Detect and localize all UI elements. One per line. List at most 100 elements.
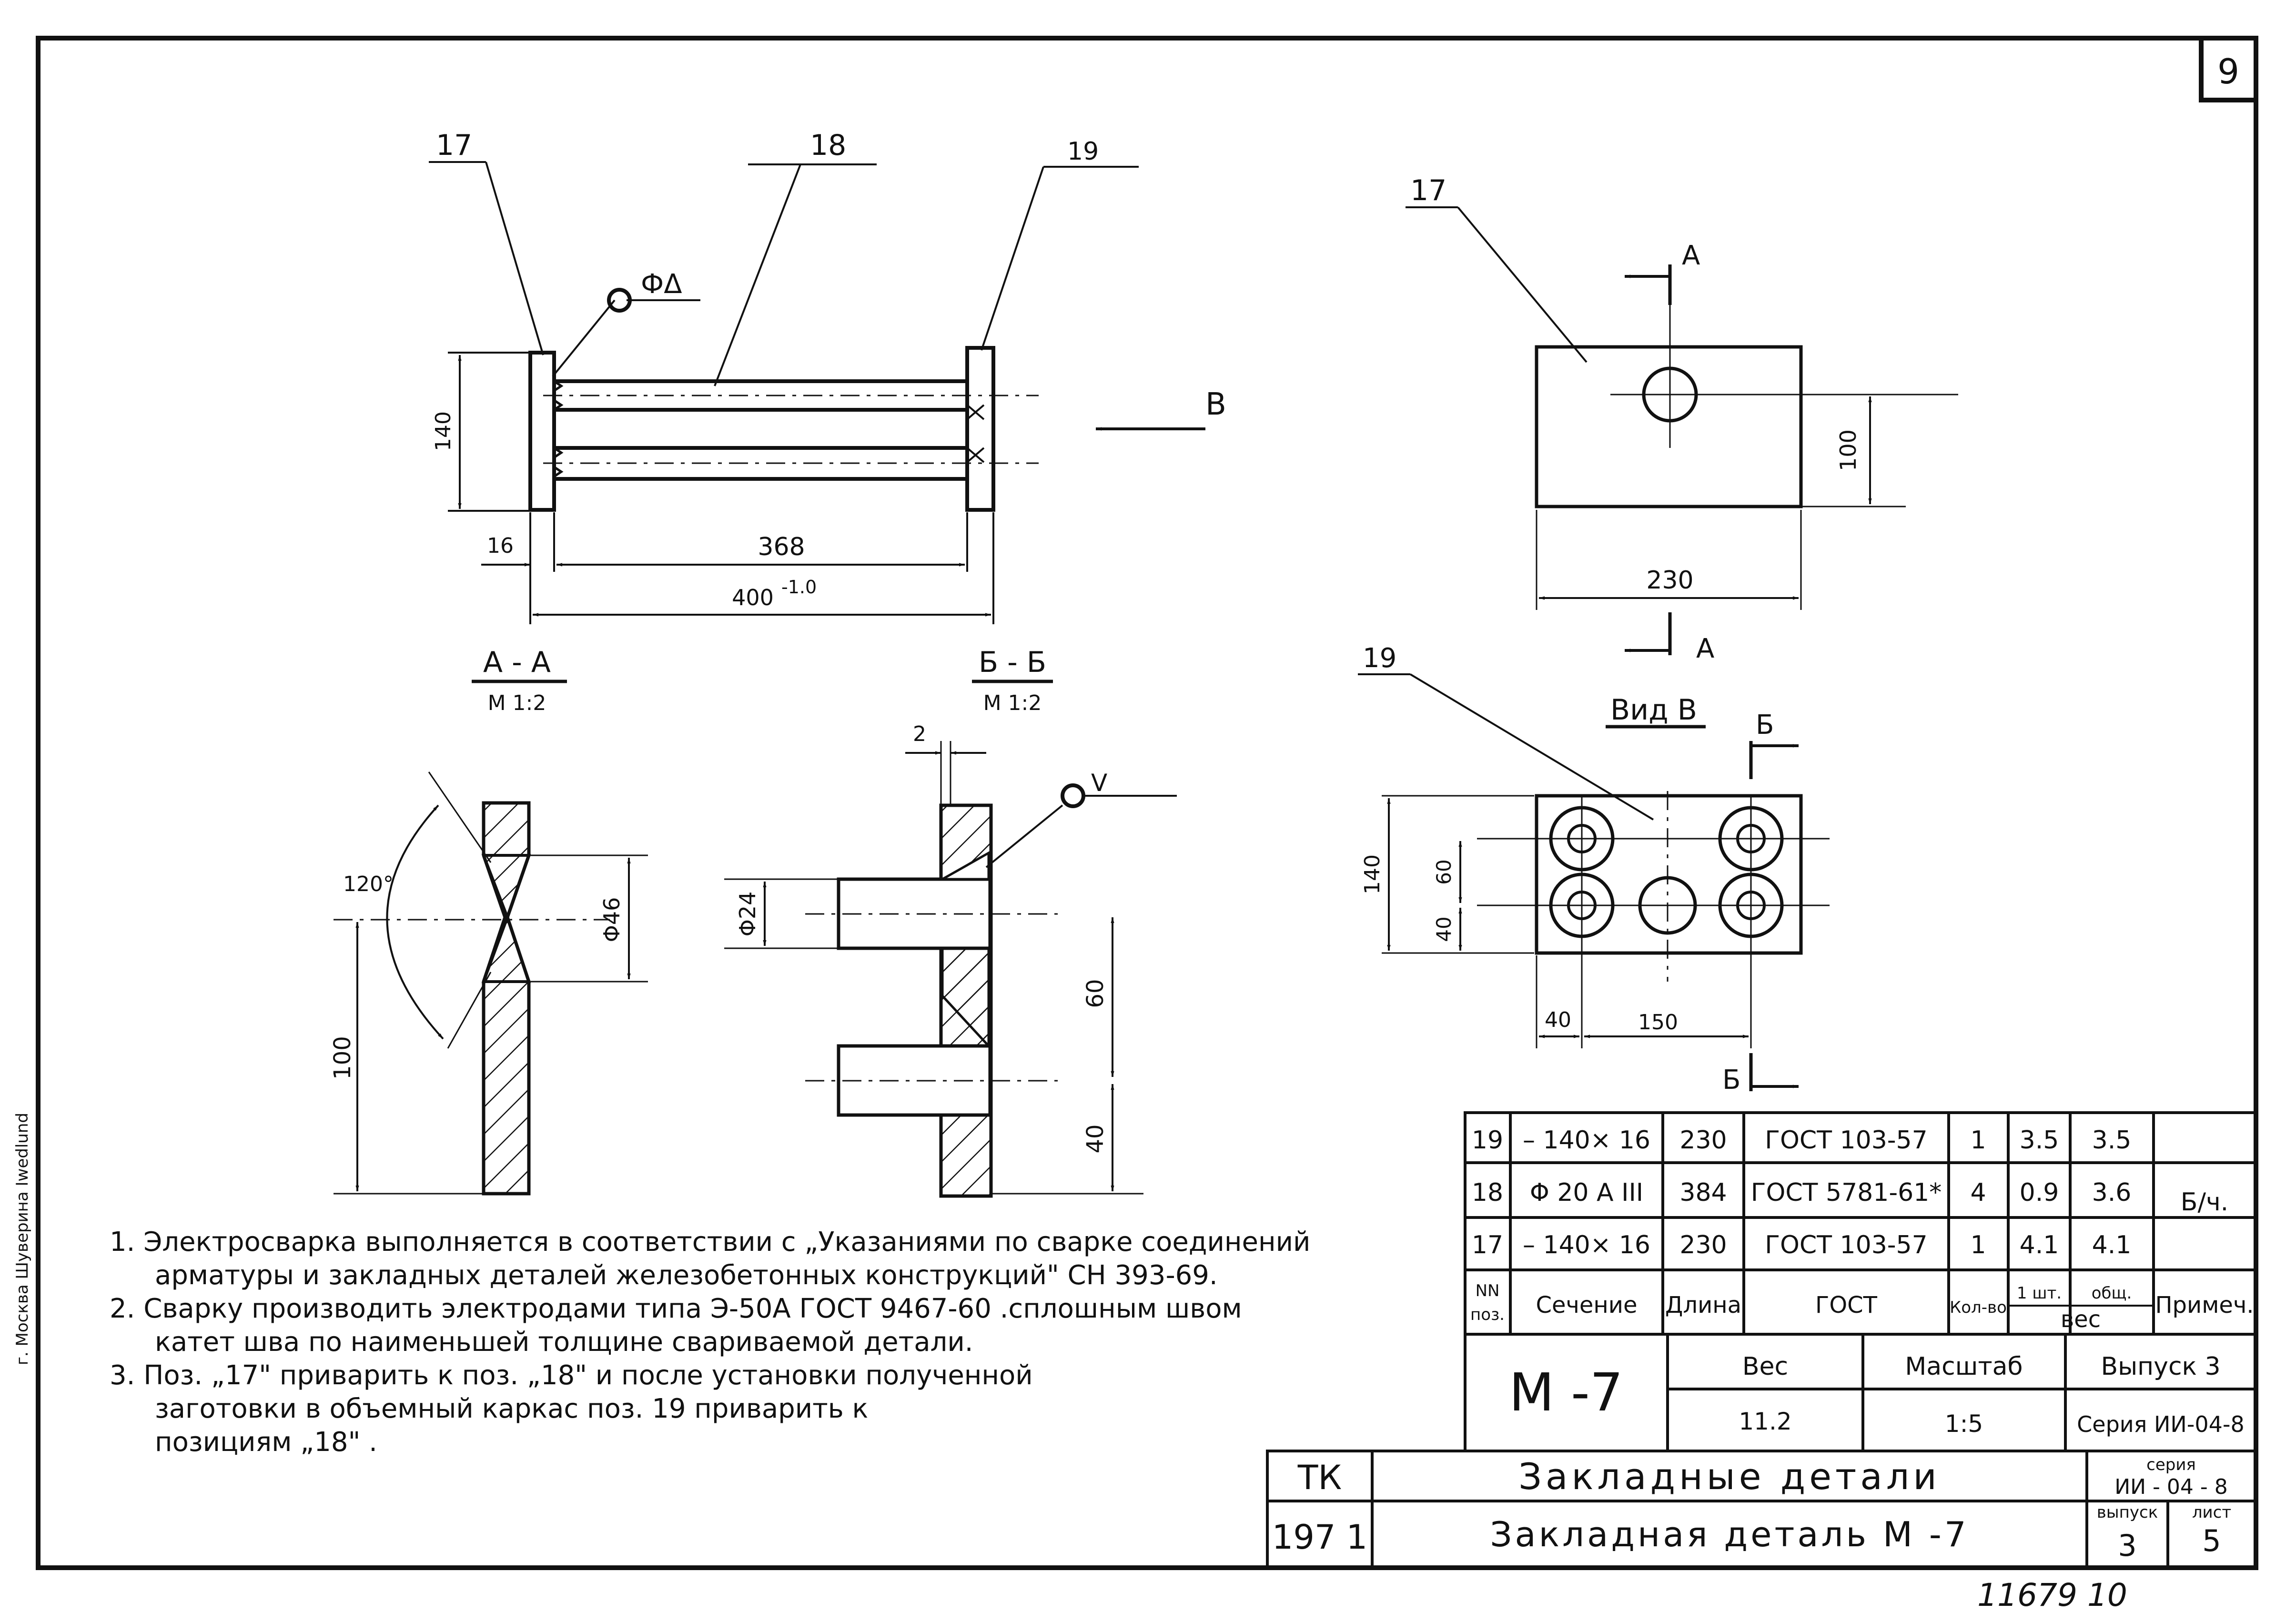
cut-b-top: Б <box>1756 710 1774 740</box>
header-total: общ. <box>2092 1284 2132 1303</box>
series: Серия ИИ-04-8 <box>2077 1411 2245 1437</box>
section-bb <box>724 741 1177 1198</box>
spec-cell: – 140× 16 <box>1523 1231 1650 1259</box>
dim-140-front: 140 <box>431 411 455 451</box>
spec-cell: Φ 20 А III <box>1530 1178 1643 1207</box>
note-line: арматуры и закладных деталей железобетон… <box>155 1260 1218 1291</box>
note-line: катет шва по наименьшей толщине сваривае… <box>155 1327 973 1358</box>
weld-symbol-section: V <box>1091 769 1107 797</box>
spec-cell: ГОСТ 103-57 <box>1765 1231 1927 1259</box>
label-pos17: 17 <box>436 129 472 162</box>
tk: ТК <box>1297 1458 1342 1497</box>
spec-cell: 0.9 <box>2020 1178 2059 1207</box>
notes: 1. Электросварка выполняется в соответст… <box>110 1227 1310 1458</box>
label-pos19: 19 <box>1067 137 1099 166</box>
header-length: Длина <box>1665 1292 1741 1319</box>
series-small-label: серия <box>2146 1455 2196 1474</box>
plate-left <box>528 351 556 512</box>
dim-2: 2 <box>913 722 926 746</box>
label-pos19-viewb: 19 <box>1363 643 1396 674</box>
issue-small-label: выпуск <box>2097 1503 2158 1522</box>
dim-16: 16 <box>487 534 514 558</box>
spec-cell: 1 <box>1970 1126 1986 1155</box>
cut-a-top: А <box>1682 240 1700 271</box>
sheet-number-box <box>2199 36 2258 102</box>
sheet-border <box>36 36 2258 1570</box>
title-main: Закладные детали <box>1518 1455 1941 1498</box>
note-line: 2. Сварку производить электродами типа Э… <box>110 1293 1242 1324</box>
issue-small-value: 3 <box>2118 1528 2136 1563</box>
dim-140-viewb: 140 <box>1360 854 1385 894</box>
spec-table <box>1464 1111 2257 1336</box>
cut-a-bottom: А <box>1696 633 1714 664</box>
dim-60-sec: 60 <box>1082 979 1109 1008</box>
sheet-number: 9 <box>2217 51 2239 91</box>
spec-cell: 3.5 <box>2020 1126 2059 1155</box>
spec-cell: 3.5 <box>2092 1126 2132 1155</box>
spec-cell: ГОСТ 103-57 <box>1765 1126 1927 1155</box>
spec-cell: 19 <box>1472 1126 1503 1155</box>
dim-120deg: 120° <box>343 872 394 896</box>
sheet-small-label: лист <box>2192 1503 2231 1522</box>
cut-b-bottom: Б <box>1722 1065 1740 1096</box>
header-one: 1 шт. <box>2017 1284 2062 1303</box>
weight-value: 11.2 <box>1739 1408 1791 1435</box>
dim-100-plan: 100 <box>1835 429 1861 471</box>
spec-cell: 4.1 <box>2020 1231 2059 1259</box>
spec-cell: 17 <box>1472 1231 1503 1259</box>
label-pos17-plan: 17 <box>1410 174 1446 207</box>
year: 197 1 <box>1272 1518 1367 1557</box>
vid-b-title: Вид В <box>1610 693 1697 727</box>
arrow-b-label: В <box>1205 387 1226 422</box>
dim-400: 400 <box>732 585 774 610</box>
spec-cell: 230 <box>1679 1231 1727 1259</box>
header-qty: Кол-во <box>1950 1298 2007 1317</box>
section-bb-scale: М 1:2 <box>983 691 1042 715</box>
dim-40-viewb: 40 <box>1432 916 1456 942</box>
view-b <box>1358 673 1830 1091</box>
header-gost: ГОСТ <box>1815 1292 1878 1319</box>
header-section: Сечение <box>1536 1292 1637 1319</box>
header-poz: поз. <box>1470 1305 1505 1324</box>
spec-cell: – 140× 16 <box>1523 1126 1650 1155</box>
front-view <box>528 346 1039 512</box>
dim-40-bottom: 40 <box>1545 1008 1571 1032</box>
plate-right <box>965 346 995 512</box>
section-bb-title: Б - Б <box>979 646 1046 679</box>
plan-view <box>1406 206 1958 655</box>
header-note: Примеч. <box>2155 1292 2254 1319</box>
dim-368: 368 <box>758 533 805 561</box>
sheet-small-value: 5 <box>2202 1523 2221 1558</box>
dim-40-sec: 40 <box>1082 1124 1109 1153</box>
dim-60-viewb: 60 <box>1432 859 1456 884</box>
spec-cell: 4.1 <box>2092 1231 2132 1259</box>
section-aa-scale: М 1:2 <box>488 691 546 715</box>
phi46: Φ46 <box>599 897 625 943</box>
title-block <box>1266 1333 2257 1569</box>
spec-cell: 1 <box>1970 1231 1986 1259</box>
weld-symbol-front: ФΔ <box>641 269 682 300</box>
spec-note: Б/ч. <box>2181 1188 2228 1217</box>
section-aa-title: А - А <box>483 646 551 679</box>
spec-cell: ГОСТ 5781-61* <box>1751 1178 1942 1207</box>
note-line: заготовки в объемный каркас поз. 19 прив… <box>155 1393 868 1424</box>
header-weight: вес <box>2061 1306 2101 1333</box>
spec-cell: 4 <box>1970 1178 1986 1207</box>
scale-value: 1:5 <box>1945 1410 1983 1438</box>
note-line: позициям „18" . <box>155 1427 377 1458</box>
dim-230-plan: 230 <box>1646 566 1693 595</box>
weight-label: Вес <box>1742 1352 1788 1381</box>
scale-label: Масштаб <box>1905 1352 2023 1381</box>
section-aa <box>334 771 648 1196</box>
mark: М -7 <box>1509 1362 1623 1423</box>
archive-number: 11679 10 <box>1977 1577 2127 1613</box>
issue: Выпуск 3 <box>2101 1352 2220 1381</box>
dim-150-bottom: 150 <box>1638 1010 1678 1035</box>
phi24: Φ24 <box>735 892 760 937</box>
spec-cell: 384 <box>1679 1178 1727 1207</box>
title-detail: Закладная деталь М -7 <box>1490 1514 1969 1554</box>
series-small-value: ИИ - 04 - 8 <box>2114 1475 2228 1499</box>
spec-cell: 230 <box>1679 1126 1727 1155</box>
